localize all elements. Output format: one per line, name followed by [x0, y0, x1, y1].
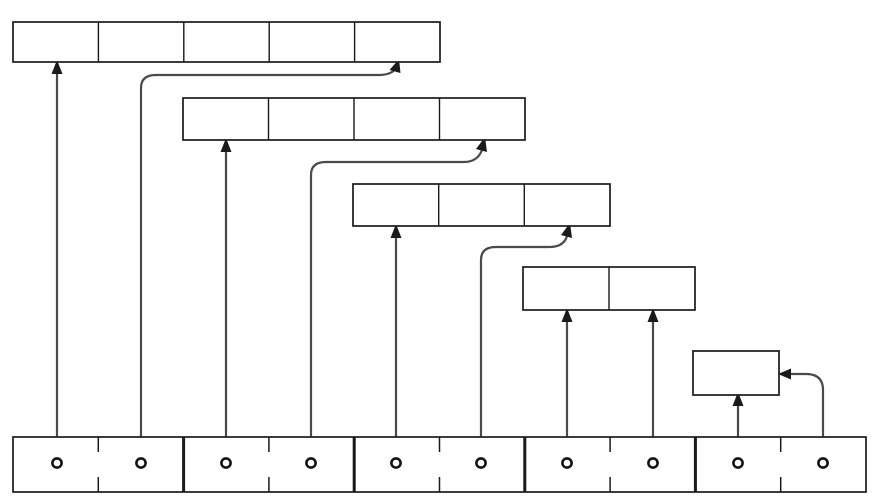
box-2-cells[interactable]	[522, 266, 696, 311]
pointer-circle-8	[732, 457, 744, 469]
pointer-circle-1	[135, 457, 147, 469]
root-array-intra-dividers	[97, 437, 782, 492]
straight-link-cell4-box3	[390, 224, 402, 463]
root-array-pair-dividers	[182, 437, 697, 492]
pointer-circle-9	[817, 457, 829, 469]
box-5-cells[interactable]	[12, 21, 441, 63]
pointer-circle-2	[220, 457, 232, 469]
root-array[interactable]	[12, 436, 867, 493]
pointer-circle-3	[305, 457, 317, 469]
straight-link-cell2-box4	[220, 138, 232, 463]
pointer-circle-6	[561, 457, 573, 469]
pointer-circle-5	[475, 457, 487, 469]
box-4-cells[interactable]	[182, 97, 526, 141]
curved-link-cell9-box1	[778, 368, 825, 463]
link-layer	[51, 59, 825, 463]
box-1-cells[interactable]	[692, 350, 780, 396]
pointer-circle-4	[390, 457, 402, 469]
root-array-pointers	[51, 457, 829, 469]
pointer-circle-7	[647, 457, 659, 469]
curved-link-cell5-box3	[479, 223, 572, 463]
box-3-cells[interactable]	[352, 183, 611, 227]
pointer-circle-0	[51, 457, 63, 469]
straight-link-cell0-box5	[51, 60, 63, 463]
